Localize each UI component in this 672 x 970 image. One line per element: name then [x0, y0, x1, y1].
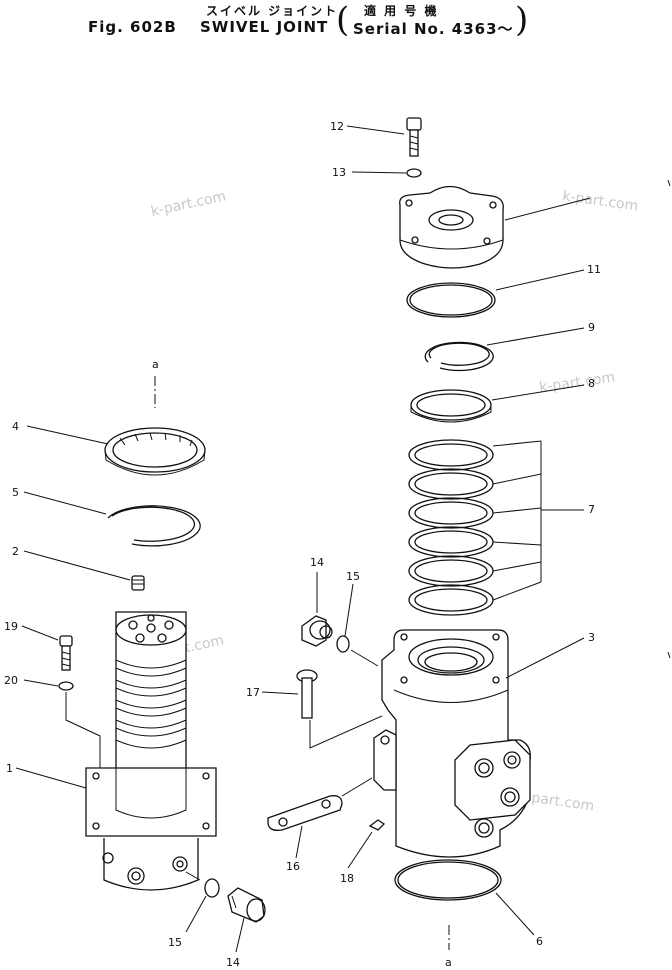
part-13-washer — [406, 168, 422, 178]
leader-8 — [491, 384, 585, 401]
part-4-ring — [104, 427, 206, 476]
part-14-plug-lower — [227, 887, 266, 923]
label-20: 20 — [4, 674, 18, 687]
part-18-bolt — [368, 819, 386, 831]
part-19-bolt — [59, 635, 73, 671]
leader-13 — [351, 171, 407, 174]
label-17: 17 — [246, 686, 260, 699]
part-8-ring — [410, 389, 492, 423]
label-7: 7 — [588, 503, 595, 516]
watermark-1: k-part.com — [150, 188, 228, 220]
part-14-plug-upper — [301, 615, 333, 647]
part-6-o-ring — [394, 859, 502, 901]
leader-2 — [23, 550, 131, 581]
part-9-snap-ring — [424, 341, 494, 372]
part-1-rotor — [85, 611, 217, 891]
figure-title: SWIVEL JOINT — [200, 18, 329, 36]
part-10-cover — [399, 185, 504, 269]
part-16-plate — [267, 795, 343, 831]
label-a-bottom: a — [445, 956, 452, 969]
guide-line-19 — [65, 692, 101, 768]
part-17-pin — [296, 669, 318, 719]
label-14a: 14 — [310, 556, 324, 569]
serial-japanese: 適 用 号 機 — [364, 4, 439, 18]
label-16: 16 — [286, 860, 300, 873]
label-9: 9 — [588, 321, 595, 334]
part-15-o-ring-upper — [336, 635, 350, 653]
label-15b: 15 — [168, 936, 182, 949]
label-a-top: a — [152, 358, 159, 371]
part-20-washer — [58, 681, 74, 691]
leader-19 — [21, 625, 59, 641]
label-11: 11 — [587, 263, 601, 276]
watermark-2: k-part.com — [561, 188, 639, 214]
figure-number: Fig. 602B — [88, 18, 177, 36]
guide-line-16 — [341, 777, 373, 797]
part-5-snap-ring — [107, 505, 201, 547]
leader-20 — [23, 679, 59, 687]
leader-6 — [495, 892, 535, 936]
part-15-o-ring-lower — [204, 878, 220, 898]
leader-15b — [185, 895, 207, 933]
leader-4 — [26, 425, 109, 445]
label-2: 2 — [12, 545, 19, 558]
figure-header: スイベル ジョイント 適 用 号 機 Fig. 602B SWIVEL JOIN… — [0, 0, 672, 46]
part-3-body — [373, 629, 531, 858]
label-6: 6 — [536, 935, 543, 948]
label-5: 5 — [12, 486, 19, 499]
leader-16 — [295, 825, 303, 859]
part-11-o-ring — [406, 282, 496, 318]
open-paren: ( — [336, 0, 350, 40]
label-13: 13 — [332, 166, 346, 179]
part-12-bolt — [406, 117, 422, 157]
edge-mark-2 — [667, 651, 671, 659]
leader-9 — [486, 327, 585, 346]
guide-line-15b — [185, 871, 201, 881]
label-4: 4 — [12, 420, 19, 433]
part-7-seal-stack — [408, 439, 494, 616]
label-15a: 15 — [346, 570, 360, 583]
leader-11 — [495, 269, 585, 291]
label-3: 3 — [588, 631, 595, 644]
leader-15a — [344, 583, 354, 637]
leader-3 — [505, 637, 585, 679]
guide-line-17 — [309, 715, 383, 749]
label-18: 18 — [340, 872, 354, 885]
leader-5 — [23, 491, 107, 515]
leader-1 — [15, 767, 87, 789]
leader-17 — [261, 691, 299, 695]
serial-number: Serial No. 4363～ — [353, 20, 514, 38]
guide-line-15 — [350, 649, 379, 667]
leader-10 — [504, 197, 591, 221]
leader-7 — [492, 440, 584, 601]
part-2-plug — [131, 575, 145, 591]
leader-18 — [347, 831, 373, 869]
label-19: 19 — [4, 620, 18, 633]
leader-14b — [235, 917, 245, 953]
label-14b: 14 — [226, 956, 240, 969]
title-japanese: スイベル ジョイント — [206, 4, 339, 18]
leader-12 — [346, 125, 405, 135]
close-paren: ) — [515, 0, 529, 40]
watermark-5: k-part.com — [538, 370, 616, 396]
label-1: 1 — [6, 762, 13, 775]
label-8: 8 — [588, 377, 595, 390]
label-12: 12 — [330, 120, 344, 133]
edge-mark-1 — [667, 179, 671, 187]
